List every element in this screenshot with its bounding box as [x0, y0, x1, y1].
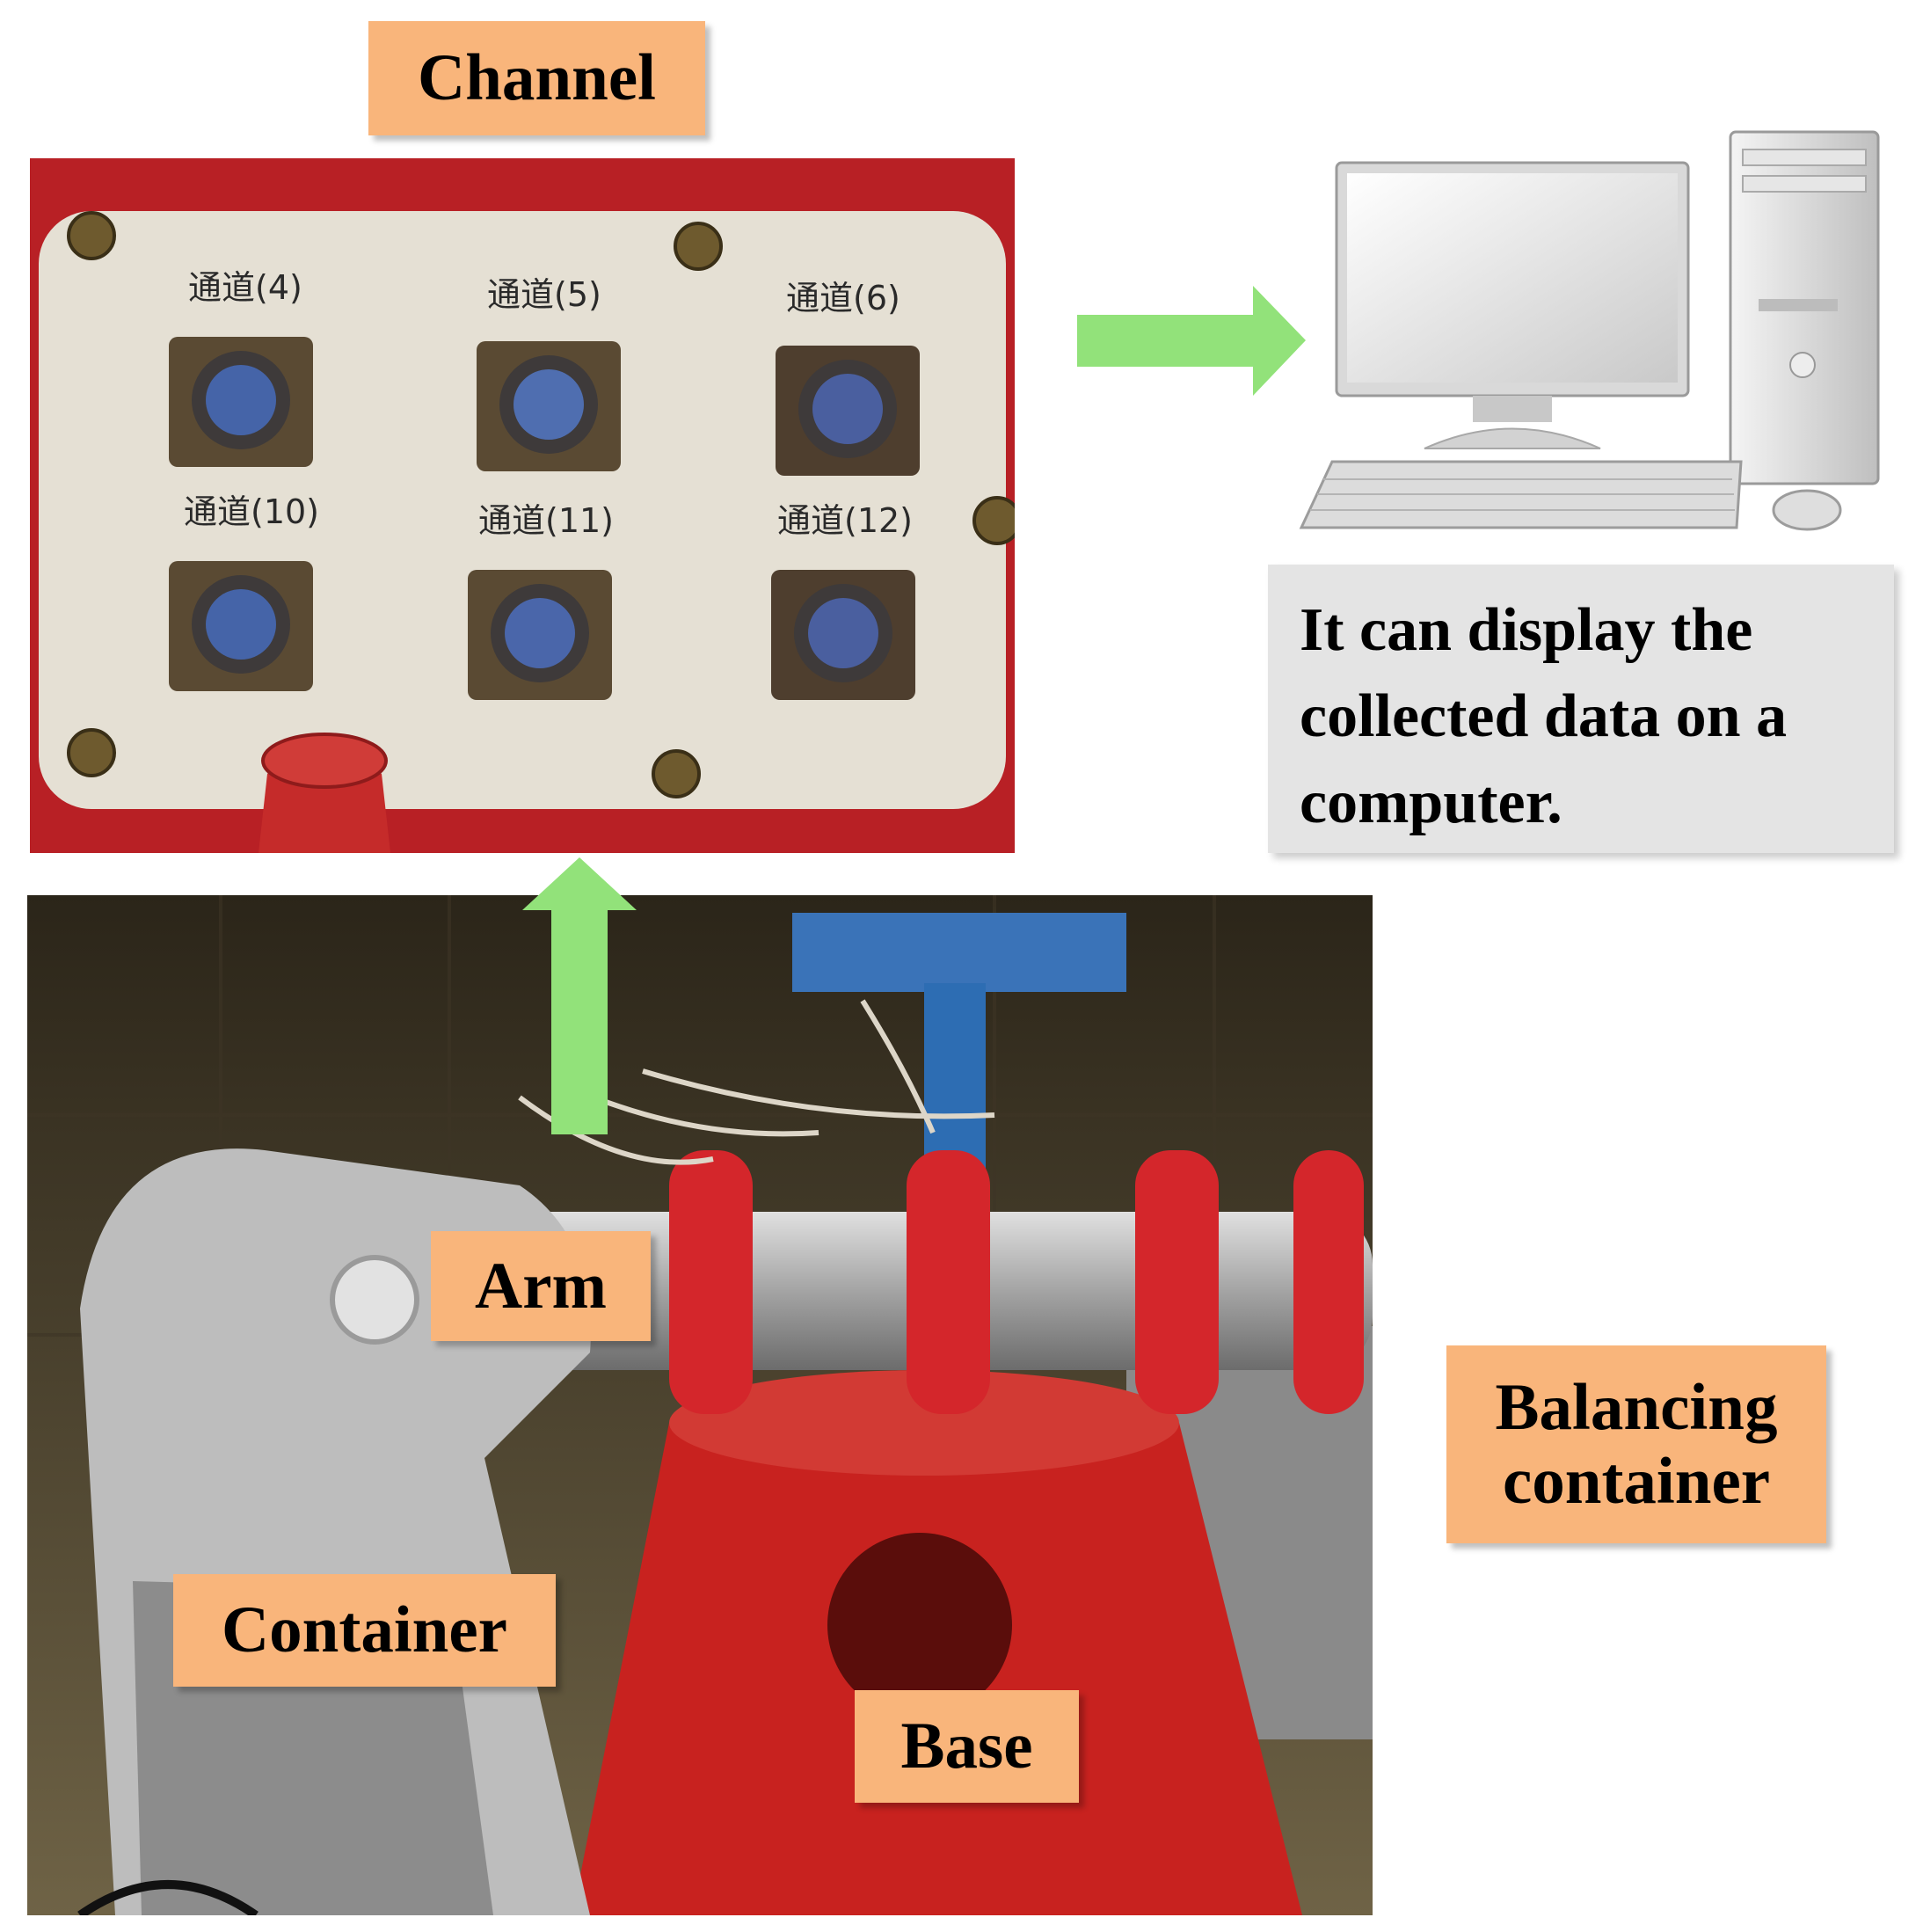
arm-label: Arm: [431, 1231, 651, 1341]
balancing-container-label: Balancing container: [1446, 1345, 1826, 1543]
container-label: Container: [173, 1574, 556, 1687]
channel-label-4: 通道(4): [188, 268, 302, 307]
channel-label-11: 通道(11): [478, 501, 614, 540]
up-arrow-icon: [522, 857, 637, 1134]
base-label: Base: [855, 1690, 1079, 1803]
computer-illustration: [1299, 130, 1880, 531]
channel-label-6: 通道(6): [786, 279, 900, 317]
computer-note-text: It can display the collected data on a c…: [1300, 596, 1788, 836]
balancing-machine-photo: [27, 895, 1373, 1915]
channel-label-10: 通道(10): [184, 492, 319, 531]
computer-note: It can display the collected data on a c…: [1268, 565, 1894, 853]
channel-label: Channel: [368, 21, 705, 135]
connector-panel-photo: 通道(4) 通道(5) 通道(6) 通道(10) 通道(11) 通道(12): [30, 158, 1015, 853]
channel-label-5: 通道(5): [487, 275, 601, 314]
right-arrow-icon: [1077, 286, 1306, 396]
channel-label-12: 通道(12): [777, 501, 913, 540]
